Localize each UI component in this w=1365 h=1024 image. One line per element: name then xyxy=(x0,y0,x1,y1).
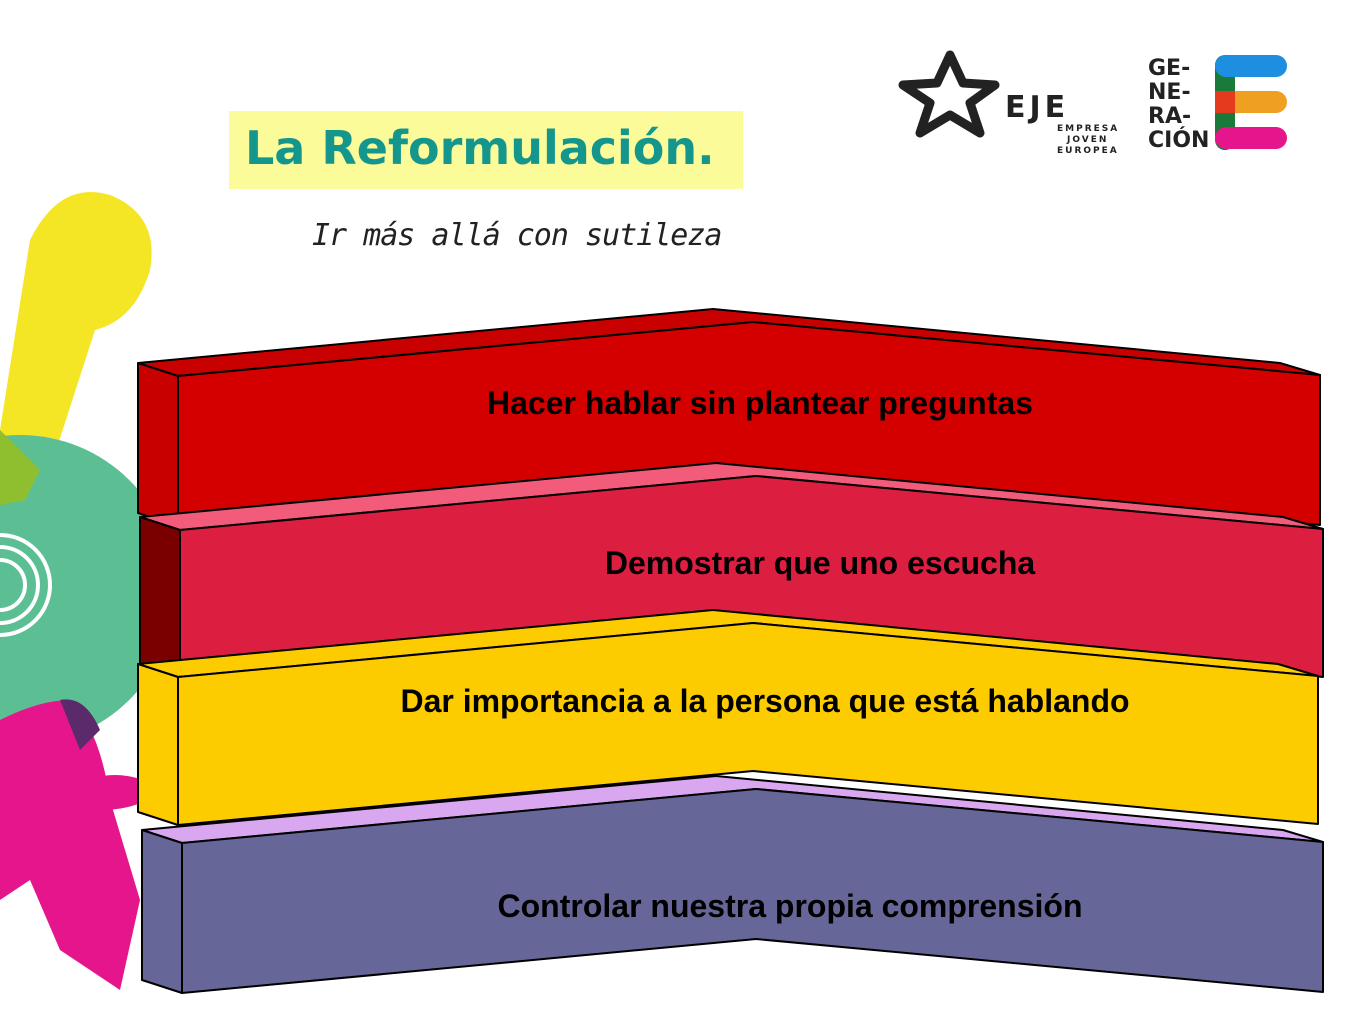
logos-group: EJE EMPRESA JOVEN EUROPEA GE- NE- RA- CI… xyxy=(898,50,1287,156)
eje-logo: EJE EMPRESA JOVEN EUROPEA xyxy=(898,50,1119,156)
e-logo-bar-red xyxy=(1215,91,1235,113)
band-label-3-text: Dar importancia a la persona que está ha… xyxy=(400,683,1130,719)
e-logo-bar-blue xyxy=(1215,55,1287,77)
slide-title: La Reformulación. xyxy=(245,121,715,175)
band-label-1: Hacer hablar sin plantear preguntas xyxy=(487,385,1033,421)
band-label-3: Dar importancia a la persona que está ha… xyxy=(380,684,1150,718)
title-highlight-box: La Reformulación. xyxy=(229,111,743,189)
purple-overlap-shape xyxy=(60,699,100,750)
band-1-side xyxy=(137,362,179,527)
band-label-2: Demostrar que uno escucha xyxy=(604,545,1036,581)
pink-figure-shape xyxy=(0,700,140,990)
generacion-line-1: GE- xyxy=(1148,56,1190,81)
olive-overlap-shape xyxy=(0,430,40,505)
green-disc-shape xyxy=(0,435,175,745)
band-label-4: Controlar nuestra propia comprensión xyxy=(497,888,1083,924)
eje-line-1: EMPRESA xyxy=(1057,124,1119,134)
band-2-side xyxy=(139,516,181,679)
generacion-line-2: NE- xyxy=(1148,80,1191,105)
band-4-side xyxy=(141,829,183,994)
eje-wordmark: EJE xyxy=(1005,90,1069,125)
eje-line-3: EUROPEA xyxy=(1057,146,1119,156)
generacion-line-4: CIÓN xyxy=(1148,127,1209,153)
slide-subtitle: Ir más allá con sutileza xyxy=(312,218,722,253)
band-3-front xyxy=(177,622,1319,826)
star-icon xyxy=(898,50,1000,138)
band-3-side xyxy=(137,663,179,826)
band-4-front xyxy=(181,788,1324,994)
e-logo-bar-pink xyxy=(1215,127,1287,149)
generacion-logo: GE- NE- RA- CIÓN xyxy=(1148,55,1287,153)
generacion-line-3: RA- xyxy=(1148,104,1191,129)
cd-rings-icon xyxy=(0,533,52,637)
eje-line-2: JOVEN xyxy=(1066,135,1108,145)
pink-figure-arm-shape xyxy=(60,775,160,810)
